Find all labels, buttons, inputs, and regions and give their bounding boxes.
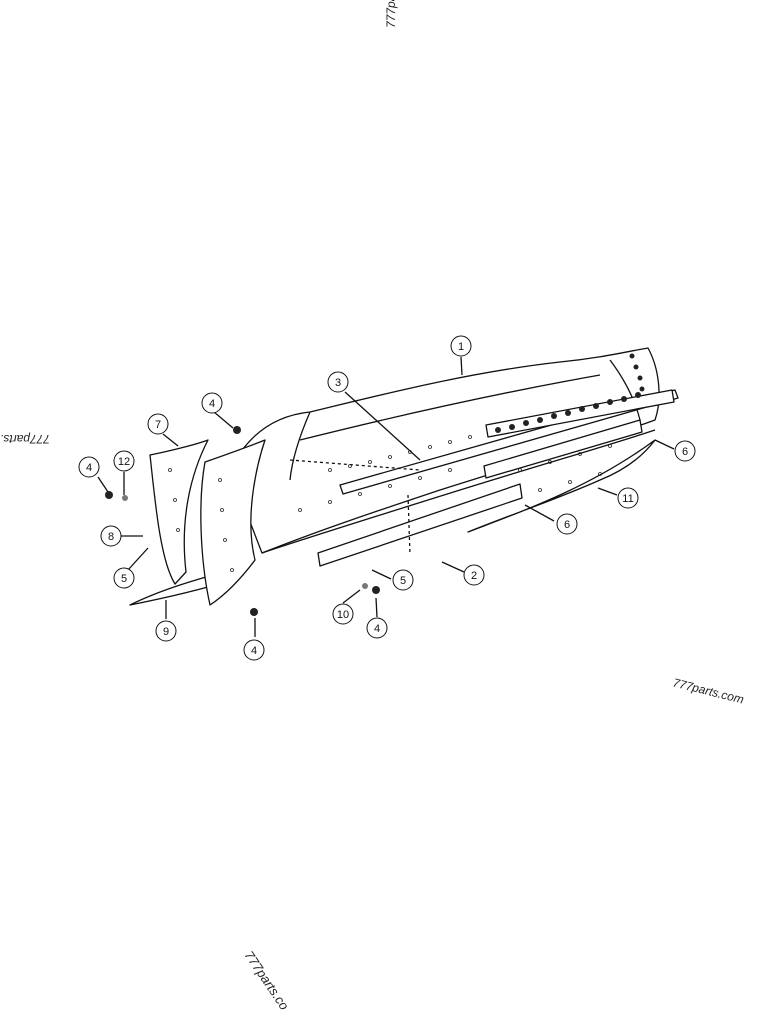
moldboard xyxy=(229,347,660,554)
svg-text:5: 5 xyxy=(121,573,127,585)
svg-text:5: 5 xyxy=(400,575,406,587)
svg-text:4: 4 xyxy=(209,398,215,410)
svg-text:12: 12 xyxy=(118,456,130,468)
cutting-edge xyxy=(467,439,656,533)
svg-text:4: 4 xyxy=(374,623,380,635)
callout-3: 3 xyxy=(327,371,349,393)
svg-text:4: 4 xyxy=(251,645,257,657)
callout-6-right: 6 xyxy=(674,440,696,462)
callout-2: 2 xyxy=(463,564,485,586)
svg-text:8: 8 xyxy=(108,531,114,543)
svg-text:11: 11 xyxy=(622,493,633,505)
callout-7: 7 xyxy=(147,413,169,435)
center-bar xyxy=(483,419,643,479)
svg-text:2: 2 xyxy=(471,570,477,582)
callout-5-left: 5 xyxy=(113,567,135,589)
svg-text:7: 7 xyxy=(155,419,161,431)
end-bit-left xyxy=(149,439,209,585)
svg-text:3: 3 xyxy=(335,377,341,389)
callout-11: 11 xyxy=(617,487,639,509)
svg-text:9: 9 xyxy=(163,626,169,638)
callout-4-top: 4 xyxy=(201,392,223,414)
callout-5-right: 5 xyxy=(392,569,414,591)
callout-4-bottom-left: 4 xyxy=(243,639,265,661)
callout-4-left: 4 xyxy=(78,456,100,478)
callout-1: 1 xyxy=(450,335,472,357)
svg-text:4: 4 xyxy=(86,462,92,474)
callout-4-bottom: 4 xyxy=(366,617,388,639)
callout-9: 9 xyxy=(155,620,177,642)
lower-cutting-bar xyxy=(317,483,523,567)
end-wing xyxy=(200,439,266,606)
svg-text:6: 6 xyxy=(682,446,688,458)
callout-6-mid: 6 xyxy=(556,513,578,535)
svg-text:6: 6 xyxy=(564,519,570,531)
callout-12: 12 xyxy=(113,450,135,472)
callout-10: 10 xyxy=(332,603,354,625)
svg-text:10: 10 xyxy=(337,609,349,621)
svg-text:1: 1 xyxy=(458,341,464,353)
callout-8: 8 xyxy=(100,525,122,547)
